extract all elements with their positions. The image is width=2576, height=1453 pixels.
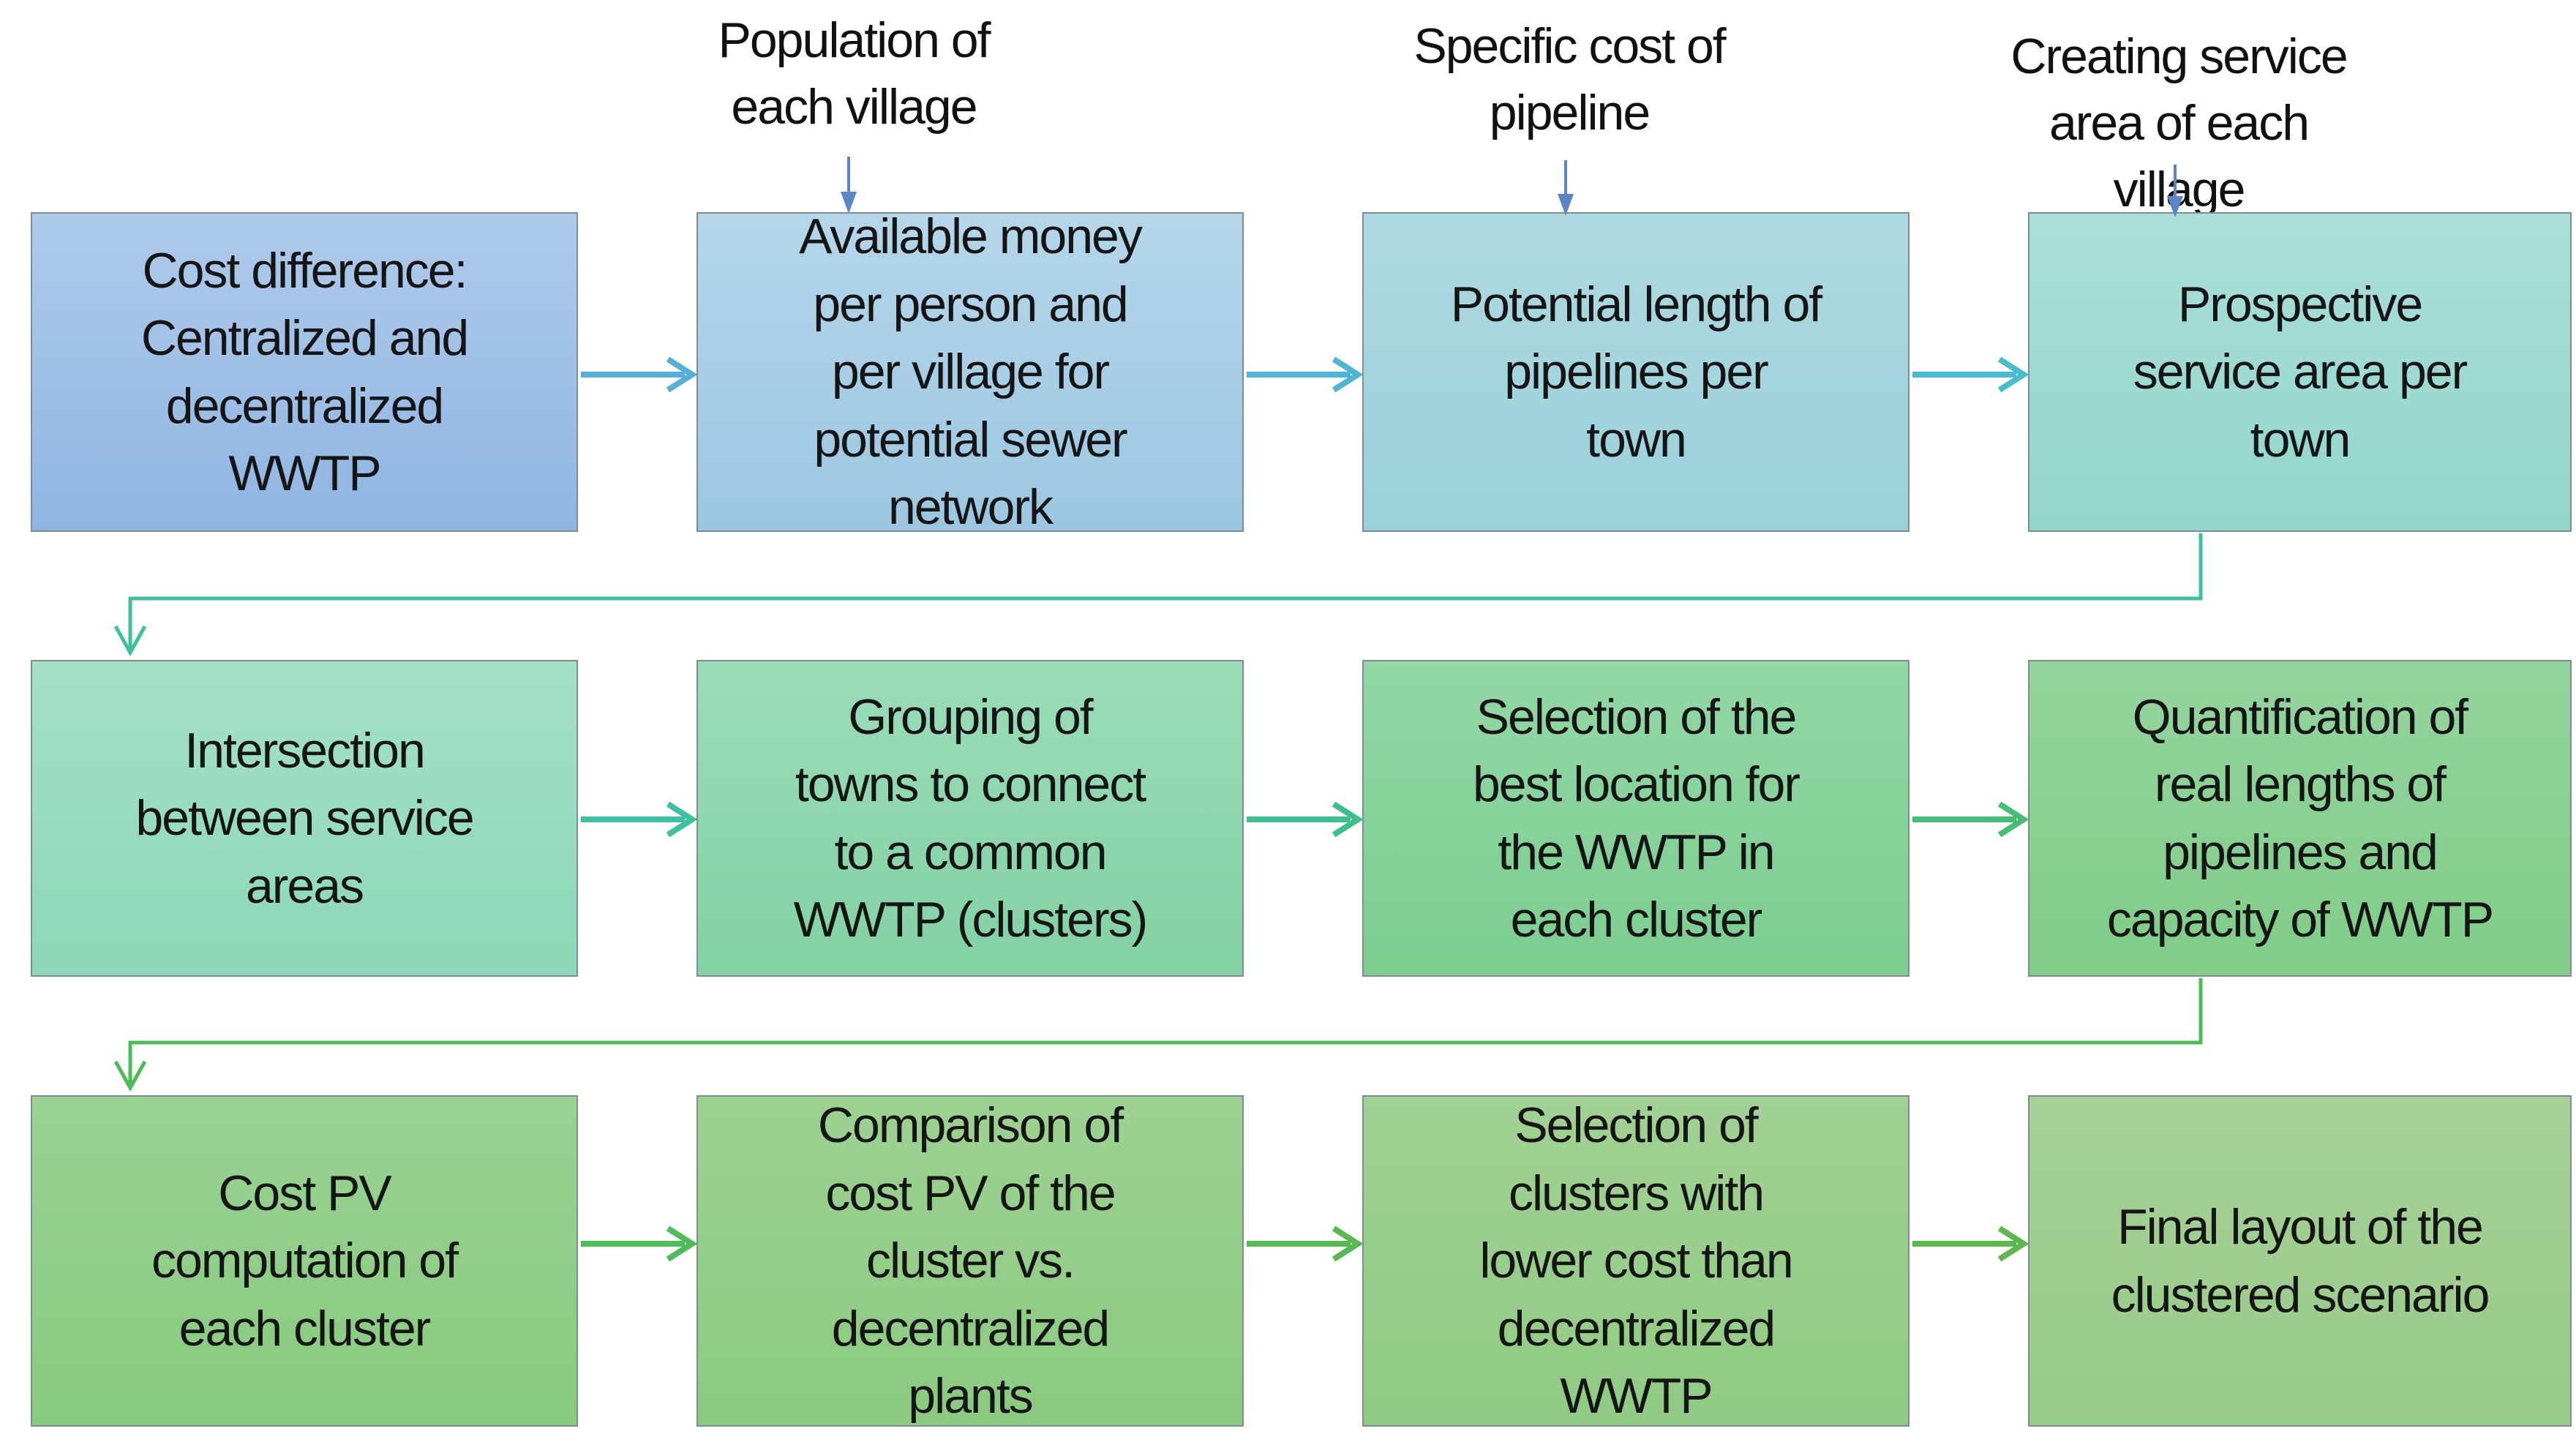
- arrow-row2-1: [581, 801, 698, 838]
- flow-box-cost-pv-computation: Cost PV computation of each cluster: [31, 1095, 578, 1427]
- flow-box-intersection-service-areas: Intersection between service areas: [31, 660, 578, 977]
- box-text: Final layout of the clustered scenario: [2111, 1199, 2490, 1323]
- flow-box-final-layout: Final layout of the clustered scenario: [2028, 1095, 2572, 1427]
- flow-box-available-money: Available money per person and per villa…: [696, 209, 1244, 535]
- flow-box-selection-clusters: Selection of clusters with lower cost th…: [1362, 1095, 1910, 1427]
- flow-box-quantification-lengths: Quantification of real lengths of pipeli…: [2028, 660, 2572, 977]
- top-label-creating-service-area: Creating service area of each village: [2010, 29, 2348, 218]
- arrow-row1-3: [1912, 356, 2029, 393]
- top-label-specific-cost: Specific cost of pipeline: [1413, 18, 1726, 141]
- elbow-connector-2: [113, 978, 2203, 1092]
- arrow-head-icon: [666, 801, 698, 838]
- elbow-connector-1: [113, 533, 2203, 657]
- box-text: Selection of clusters with lower cost th…: [1479, 1097, 1793, 1424]
- arrow-head-icon: [113, 1060, 147, 1092]
- arrow-row3-2: [1247, 1225, 1364, 1262]
- flow-box-cost-difference: Cost difference: Centralized and decentr…: [31, 212, 578, 532]
- box-text: Quantification of real lengths of pipeli…: [2106, 688, 2494, 947]
- box-text: Available money per person and per villa…: [799, 209, 1143, 536]
- box-text: Selection of the best location for the W…: [1472, 688, 1800, 947]
- arrow-head-icon: [1997, 1225, 2029, 1262]
- elbow-line: [128, 978, 2203, 1086]
- arrow-head-icon: [666, 356, 698, 393]
- arrow-row2-2: [1247, 801, 1364, 838]
- flow-box-comparison-cost-pv: Comparison of cost PV of the cluster vs.…: [696, 1095, 1244, 1427]
- box-text: Prospective service area per town: [2133, 276, 2468, 468]
- flow-box-grouping-towns: Grouping of towns to connect to a common…: [696, 660, 1244, 977]
- flow-box-potential-length: Potential length of pipelines per town: [1362, 212, 1910, 532]
- arrow-head-icon: [113, 625, 147, 657]
- arrow-row1-1: [581, 356, 698, 393]
- top-label-population: Population of each village: [718, 12, 991, 135]
- box-text: Intersection between service areas: [135, 722, 474, 914]
- box-text: Grouping of towns to connect to a common…: [793, 688, 1148, 947]
- box-text: Cost difference: Centralized and decentr…: [140, 242, 469, 501]
- box-text: Potential length of pipelines per town: [1450, 276, 1822, 468]
- arrow-head-icon: [1332, 1225, 1364, 1262]
- arrow-head-icon: [1997, 356, 2029, 393]
- arrow-row1-2: [1247, 356, 1364, 393]
- flow-box-prospective-service-area: Prospective service area per town: [2028, 212, 2572, 532]
- arrow-row2-3: [1912, 801, 2029, 838]
- arrow-head-icon: [1997, 801, 2029, 838]
- arrow-row3-1: [581, 1225, 698, 1262]
- arrow-head-icon: [1332, 356, 1364, 393]
- elbow-line: [128, 533, 2203, 651]
- arrow-head-icon: [666, 1225, 698, 1262]
- box-text: Cost PV computation of each cluster: [151, 1165, 459, 1356]
- arrow-row3-3: [1912, 1225, 2029, 1262]
- arrow-head-icon: [1332, 801, 1364, 838]
- box-text: Comparison of cost PV of the cluster vs.…: [817, 1097, 1124, 1424]
- label-down-arrow-2: [1558, 160, 1574, 216]
- flow-box-best-location: Selection of the best location for the W…: [1362, 660, 1910, 977]
